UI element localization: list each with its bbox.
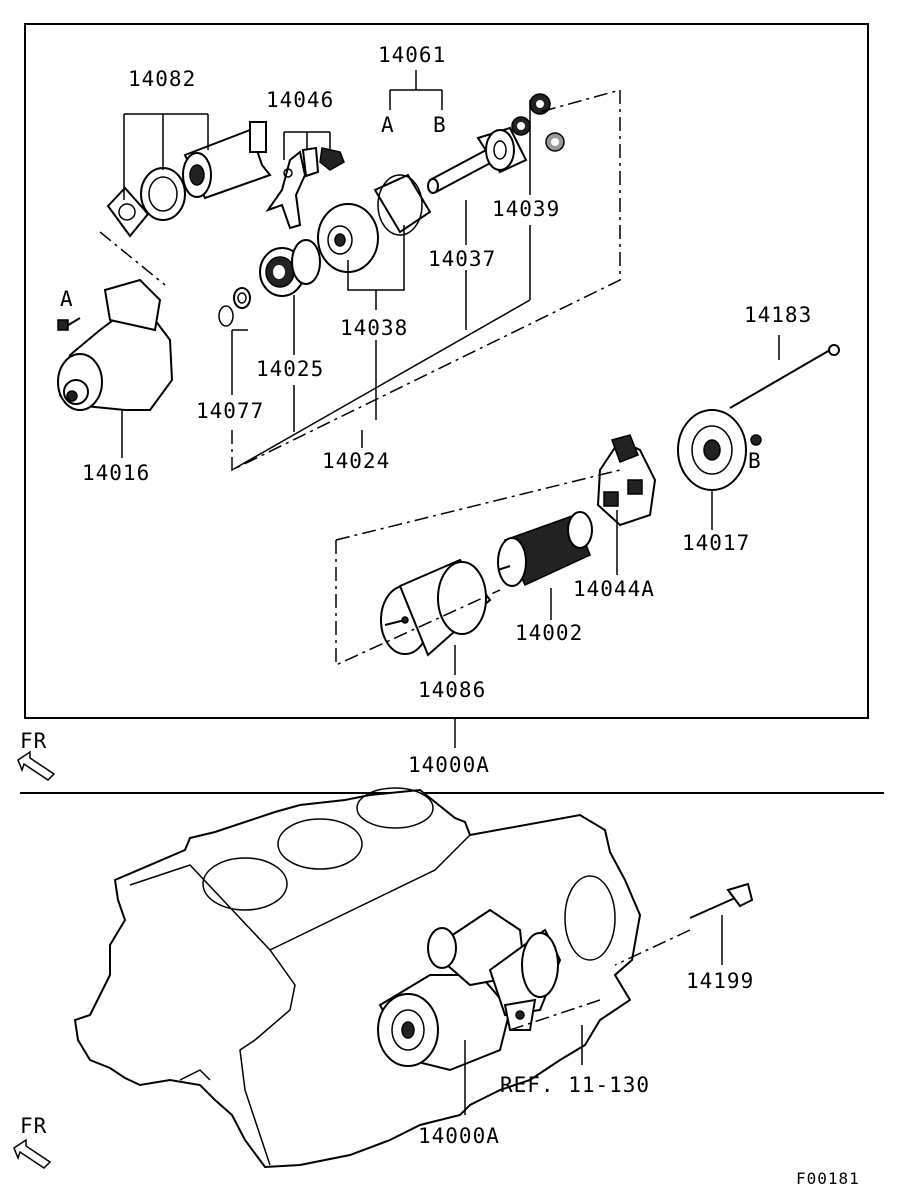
pinion-shaft (427, 126, 528, 194)
fr-label-lower: FR (20, 1114, 47, 1138)
label-14082: 14082 (128, 67, 196, 91)
label-14038: 14038 (340, 316, 408, 340)
brush-holder (596, 434, 657, 527)
front-housing (57, 278, 174, 411)
lever-group (265, 146, 345, 230)
figure-code: F00181 (796, 1169, 860, 1187)
armature (497, 511, 593, 587)
label-14016: 14016 (82, 461, 150, 485)
label-14199: 14199 (686, 969, 754, 993)
label-14002: 14002 (515, 621, 583, 645)
leader-lines-upper (121, 70, 780, 675)
label-14077: 14077 (196, 399, 264, 423)
gear-housing (317, 173, 432, 273)
starter-assembly (377, 908, 562, 1072)
engine-block (73, 787, 642, 1169)
through-bolt (729, 344, 840, 409)
label-14061: 14061 (378, 43, 446, 67)
label-14044a: 14044A (573, 577, 655, 601)
label-14039: 14039 (492, 197, 560, 221)
clutch-pinion (259, 239, 321, 297)
label-14061-a: A (381, 113, 395, 137)
label-14061-b: B (433, 113, 447, 137)
label-ref-11-130: REF. 11-130 (500, 1073, 650, 1097)
rear-cover (677, 409, 762, 491)
label-14000a-upper: 14000A (408, 753, 490, 777)
label-14017-b: B (748, 449, 762, 473)
label-14025: 14025 (256, 357, 324, 381)
label-14086: 14086 (418, 678, 486, 702)
fr-arrow-icon-lower: FR (13, 1114, 52, 1169)
label-14016-a: A (60, 287, 74, 311)
yoke (380, 558, 492, 657)
mounting-bolt (614, 882, 754, 966)
fr-arrow-icon: FR (17, 729, 56, 781)
nut-group (511, 93, 565, 152)
label-14183: 14183 (744, 303, 812, 327)
exploded-view-frame (24, 23, 869, 719)
fr-label-upper: FR (20, 729, 47, 753)
label-14037: 14037 (428, 247, 496, 271)
solenoid-group (99, 121, 272, 286)
label-14024: 14024 (322, 449, 390, 473)
label-14046: 14046 (266, 88, 334, 112)
label-14017: 14017 (682, 531, 750, 555)
label-14000a-lower: 14000A (418, 1124, 500, 1148)
snap-ring-group (218, 287, 251, 327)
